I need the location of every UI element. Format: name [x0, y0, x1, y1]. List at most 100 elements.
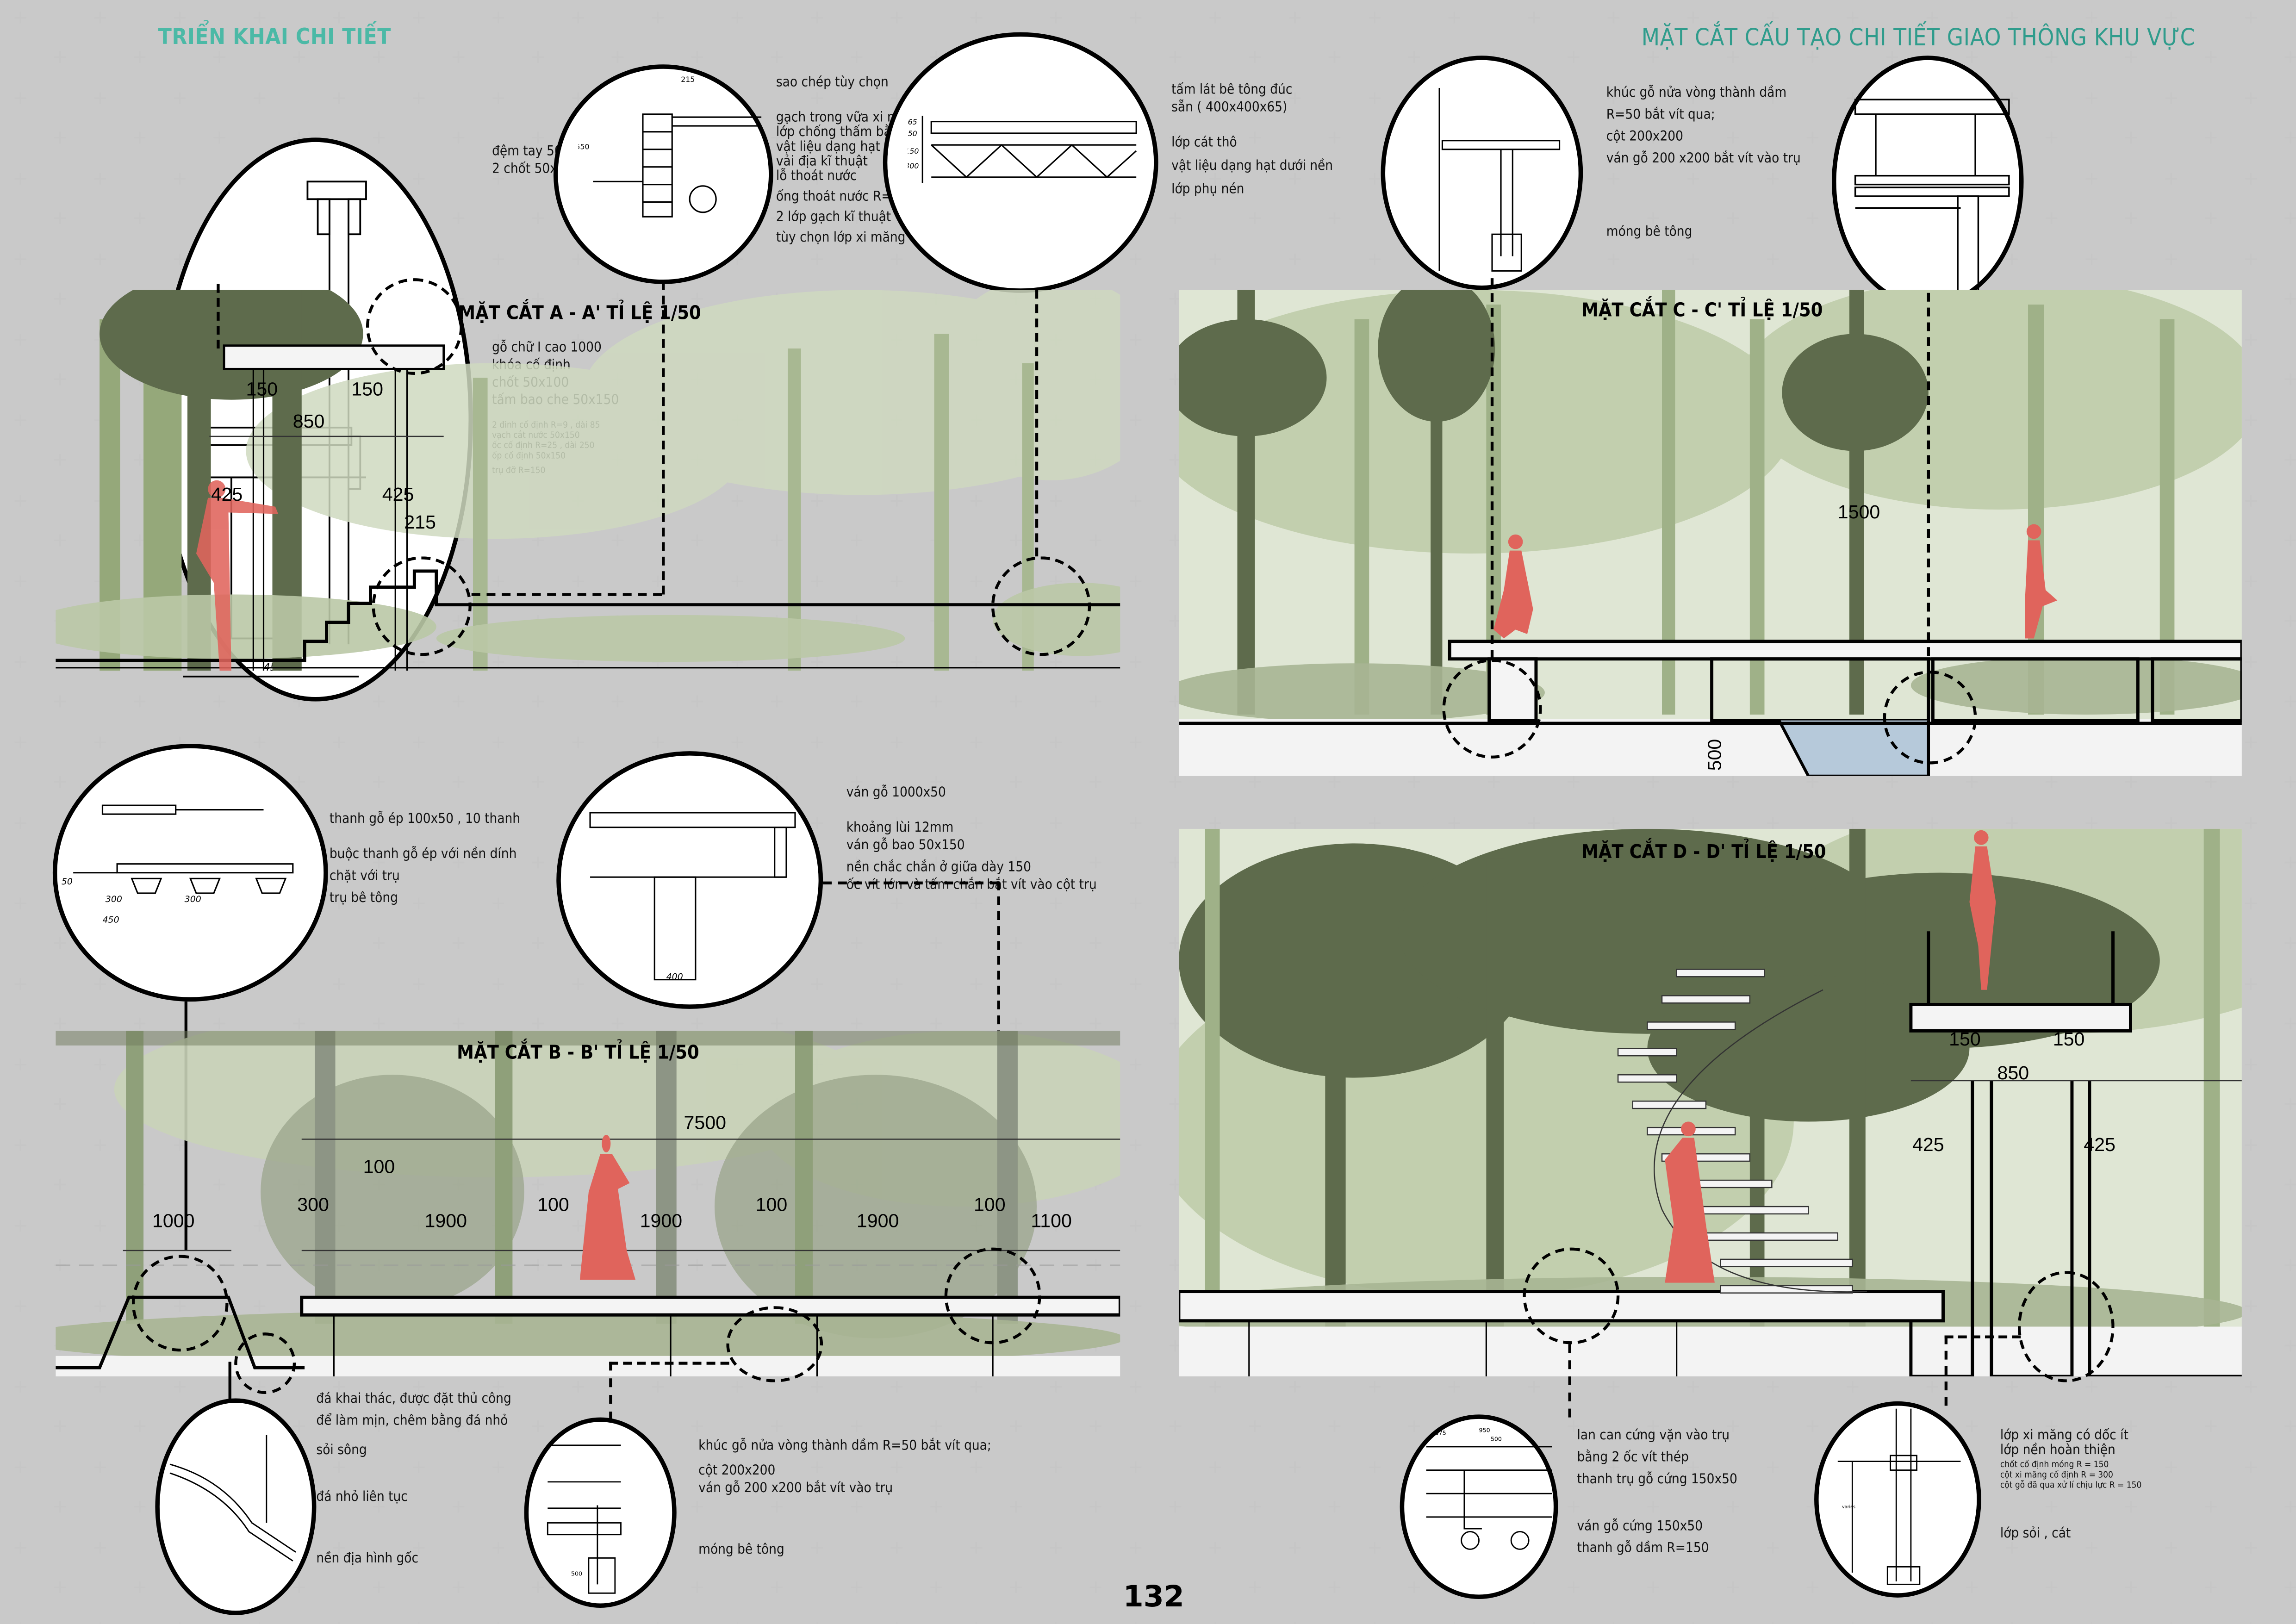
note: bằng 2 ốc vít thép [1577, 1450, 1689, 1466]
section-a-dim: 850 [292, 410, 325, 432]
forest-background-d [1178, 828, 2242, 1377]
beam-joint-drawing [1854, 99, 2010, 300]
header-right-title: MẶT CẮT CẤU TẠO CHI TIẾT GIAO THÔNG KHU … [1641, 23, 2196, 51]
note: nền địa hình gốc [316, 1550, 419, 1567]
section-a-dim: 150 [246, 378, 278, 400]
note: chặt với trụ [329, 868, 400, 884]
forest-background-a [56, 290, 1120, 671]
section-a-dim: 215 [404, 511, 436, 533]
leader-line [1490, 278, 1494, 659]
post-footing-drawing [1438, 87, 1561, 272]
note: khúc gỗ nửa vòng thành dầm R=50 bắt vít … [698, 1437, 991, 1454]
section-c-dim-width: 1500 [1837, 501, 1880, 523]
note: buộc thanh gỗ ép với nền dính [329, 846, 517, 863]
leader-line [823, 881, 999, 884]
section-a-dim: 150 [351, 378, 384, 400]
detail-circle-beam-b [524, 1417, 677, 1608]
note: ván gỗ 1000x50 [846, 784, 946, 801]
note: chốt cố định móng R = 150 [2000, 1460, 2109, 1470]
detail-circle-handrail-d [1400, 1414, 1558, 1599]
note: trụ bê tông [329, 890, 398, 907]
note: vải địa kĩ thuật [776, 154, 868, 170]
svg-text:400: 400 [666, 972, 683, 982]
section-b-dim: 100 [537, 1193, 569, 1216]
section-b-dim: 300 [297, 1193, 329, 1216]
note: ván gỗ bao 50x150 [846, 837, 965, 854]
note: thanh gỗ dầm R=150 [1577, 1540, 1709, 1557]
svg-text:500: 500 [1491, 1435, 1502, 1442]
svg-text:300: 300 [908, 162, 919, 170]
note: 2 lớp gạch kĩ thuật [776, 209, 891, 226]
callout-b-stone [234, 1332, 296, 1394]
svg-text:varies: varies [1842, 1505, 1855, 1510]
human-figure [196, 480, 279, 671]
handrail-d-notes: lan can cứng vặn vào trụ bằng 2 ốc vít t… [1577, 1428, 1737, 1558]
section-d-dim: 425 [2084, 1133, 2116, 1156]
section-d-dim: 425 [1912, 1133, 1944, 1156]
note: tấm lát bê tông đúc [1171, 82, 1293, 98]
forest-background-c [1178, 290, 2242, 776]
note: lan can cứng vặn vào trụ [1577, 1427, 1730, 1444]
note: móng bê tông [1606, 224, 1692, 240]
leader-line [1035, 290, 1039, 557]
section-d-dim: 150 [1949, 1028, 1981, 1050]
note: cột xi măng cố định R = 300 [2000, 1470, 2113, 1481]
spiral-stair [1617, 969, 1867, 1294]
beam-b-notes: khúc gỗ nửa vòng thành dầm R=50 bắt vít … [698, 1438, 991, 1560]
svg-text:550: 550 [579, 143, 590, 151]
callout-d-pile [2017, 1271, 2115, 1382]
detail-circle-stone-edge [155, 1398, 317, 1615]
section-d-title: MẶT CẮT D - D' TỈ LỆ 1/50 [1581, 842, 1826, 864]
deck-b-notes: ván gỗ 1000x50 khoảng lùi 12mm ván gỗ ba… [846, 785, 1097, 895]
stone-edge-drawing [169, 1435, 296, 1562]
section-b-title: MẶT CẮT B - B' TỈ LỆ 1/50 [457, 1042, 699, 1065]
svg-text:50: 50 [62, 877, 73, 887]
note: nền chắc chắn ở giữa dày 150 [846, 859, 1031, 876]
leader-line [1927, 292, 1930, 671]
note: cột 200x200 [698, 1462, 776, 1479]
note: đá nhỏ liên tục [316, 1489, 408, 1506]
svg-text:575: 575 [1435, 1430, 1446, 1437]
note: để làm mịn, chêm bằng đá nhỏ [316, 1413, 508, 1429]
callout-b-edge [131, 1255, 229, 1352]
note: lỗ thoát nước [776, 168, 857, 185]
callout-d-handrail [1523, 1247, 1620, 1344]
note: sẵn ( 400x400x65) [1171, 100, 1288, 116]
section-b-dim: 1900 [856, 1209, 899, 1232]
section-d-dim: 850 [1997, 1061, 2029, 1084]
section-b-dim-total: 7500 [684, 1111, 727, 1133]
note: sao chép tùy chọn [776, 75, 889, 91]
note: lớp cát thô [1171, 135, 1237, 151]
note: lớp xi măng có dốc ít [2000, 1427, 2128, 1444]
page-number: 132 [1123, 1578, 1184, 1614]
section-c-dim-depth: 500 [1703, 739, 1726, 771]
svg-text:50: 50 [908, 129, 917, 138]
note: móng bê tông [698, 1542, 784, 1558]
svg-text:500: 500 [571, 1570, 582, 1577]
section-d-dim: 150 [2053, 1028, 2085, 1050]
note: đá khai thác, được đặt thủ công [316, 1391, 511, 1407]
pile-d-notes: lớp xi măng có dốc ít lớp nền hoàn thiện [2000, 1427, 2128, 1459]
note: lớp nền hoàn thiện [2000, 1442, 2116, 1459]
note: thanh trụ gỗ cứng 150x50 [1577, 1471, 1737, 1488]
stone-edge-notes: đá khai thác, được đặt thủ công để làm m… [316, 1391, 511, 1568]
deck-b-drawing: 400 [589, 812, 796, 982]
header-left-title: TRIỂN KHAI CHI TIẾT [158, 23, 392, 50]
callout-b-beam [726, 1306, 823, 1382]
section-a-title: MẶT CẮT A - A' TỈ LỆ 1/50 [458, 303, 701, 325]
note: ốc vít lớn và tấm chắn bắt vít vào cột t… [846, 877, 1097, 893]
callout-a-step [372, 556, 472, 656]
svg-text:450: 450 [102, 915, 119, 925]
note: cột 200x200 [1606, 129, 1684, 145]
section-c-title: MẶT CẮT C - C' TỈ LỆ 1/50 [1581, 300, 1823, 323]
human-figure [1665, 830, 1996, 1283]
leader-line [228, 1362, 231, 1403]
step-drainage-drawing: 550 215 [579, 75, 762, 218]
note: cột gỗ đã qua xử lí chịu lực R = 150 [2000, 1480, 2142, 1491]
paving-drawing: 65 50 150 300 [908, 115, 1137, 183]
detail-circle-post-footing [1381, 56, 1583, 290]
leader-line [1568, 1344, 1571, 1418]
svg-text:215: 215 [681, 75, 695, 84]
section-a-dim: 425 [382, 483, 414, 505]
human-figure [579, 1135, 636, 1280]
